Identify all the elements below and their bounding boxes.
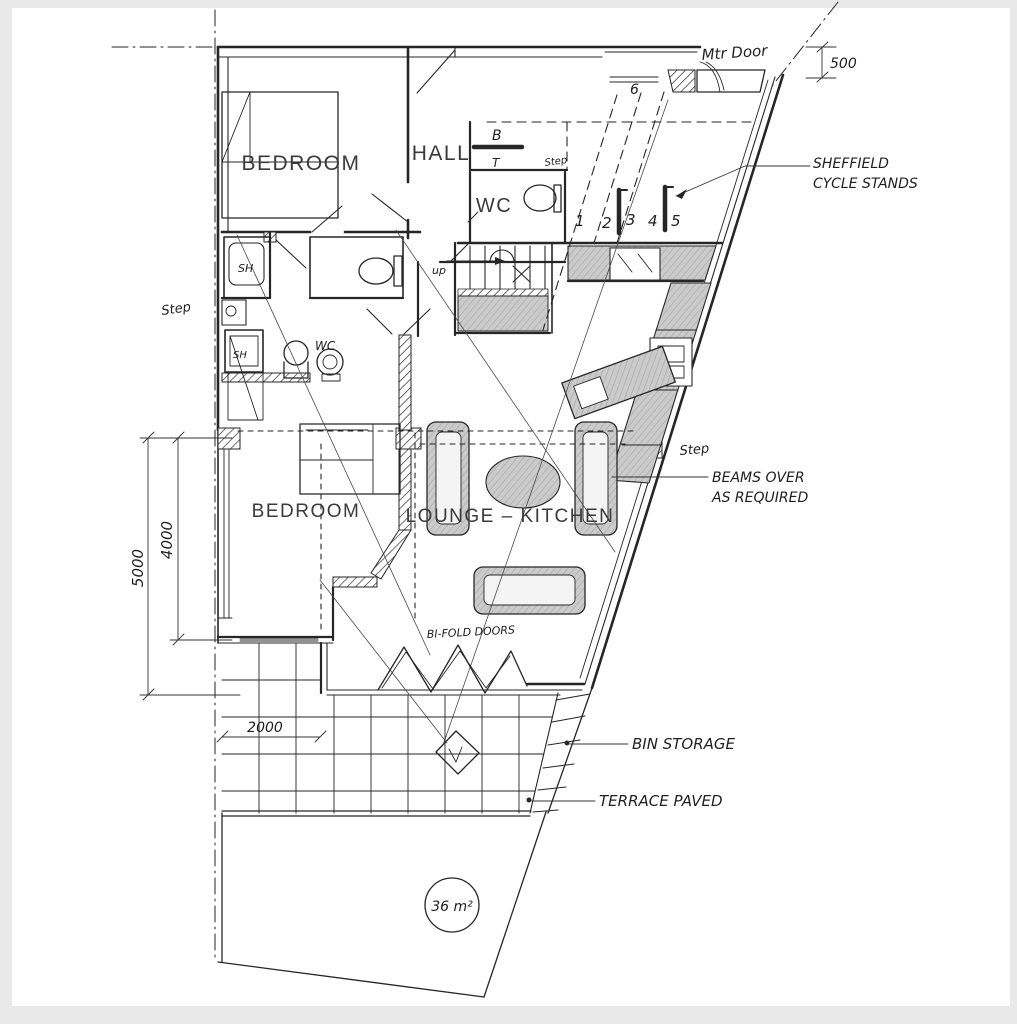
bench-label: T — [492, 156, 501, 170]
beams-note-1: BEAMS OVER — [712, 470, 805, 486]
beds — [221, 91, 401, 495]
sight-lines — [236, 99, 669, 746]
kitchen-counters — [561, 245, 717, 484]
sheffield-note-1: SHEFFIELD — [813, 156, 889, 172]
bifold-doors — [377, 644, 528, 775]
garden-area-label: 36 m² — [431, 899, 473, 915]
door-number-label: 6 — [630, 82, 639, 98]
hall-label: HALL — [412, 142, 471, 165]
terrace-paved-note: TERRACE PAVED — [599, 792, 723, 810]
step-note-left: Step — [160, 300, 191, 319]
dim-4000: 4000 — [158, 521, 176, 559]
wc-cursive-label: WC — [315, 339, 336, 353]
bifold-doors-note: BI-FOLD DOORS — [426, 623, 515, 641]
stand-number-2: 2 — [602, 214, 612, 232]
step-note-kitchen: Step — [679, 441, 710, 459]
boiler-label: B — [492, 128, 502, 144]
step-note-hall: Step — [544, 155, 568, 169]
room-labels: BEDROOM HALL WC BEDROOM LOUNGE – KITCHEN — [241, 142, 615, 527]
staircase — [446, 245, 549, 332]
stand-number-1: 1 — [575, 212, 585, 230]
terrace-grid — [221, 642, 559, 817]
cycle-stands — [616, 184, 674, 236]
lounge-furniture — [426, 421, 618, 615]
dim-5000: 5000 — [129, 549, 147, 587]
bin-storage-note: BIN STORAGE — [632, 735, 736, 753]
beams-note-2: AS REQUIRED — [711, 490, 808, 506]
dashed-lines — [237, 91, 665, 631]
lounge-kitchen-label: LOUNGE – KITCHEN — [406, 506, 615, 527]
shower-label: SH — [238, 262, 253, 275]
sheffield-note-2: CYCLE STANDS — [813, 176, 918, 192]
wc-label: WC — [476, 195, 512, 217]
stand-number-3: 3 — [626, 211, 636, 229]
site-boundary — [111, 1, 839, 998]
stairs-up-label: up — [432, 264, 446, 277]
bathroom-fixtures — [220, 184, 562, 421]
bin-storage-area — [532, 693, 591, 813]
dim-500: 500 — [830, 56, 857, 72]
stand-number-5: 5 — [671, 212, 681, 230]
hand-annotations: Mtr Door 500 SHEFFIELD CYCLE STANDS BEAM… — [129, 41, 918, 915]
garden-area — [424, 877, 480, 933]
bedroom-top-label: BEDROOM — [241, 152, 360, 175]
dimension-lines — [139, 41, 837, 743]
dim-2000: 2000 — [247, 720, 283, 736]
stand-number-4: 4 — [648, 212, 658, 230]
meter-door-note: Mtr Door — [701, 41, 769, 64]
bedroom-lower-label: BEDROOM — [252, 501, 361, 522]
store-label: SH — [233, 350, 247, 361]
leader-lines — [526, 165, 811, 803]
